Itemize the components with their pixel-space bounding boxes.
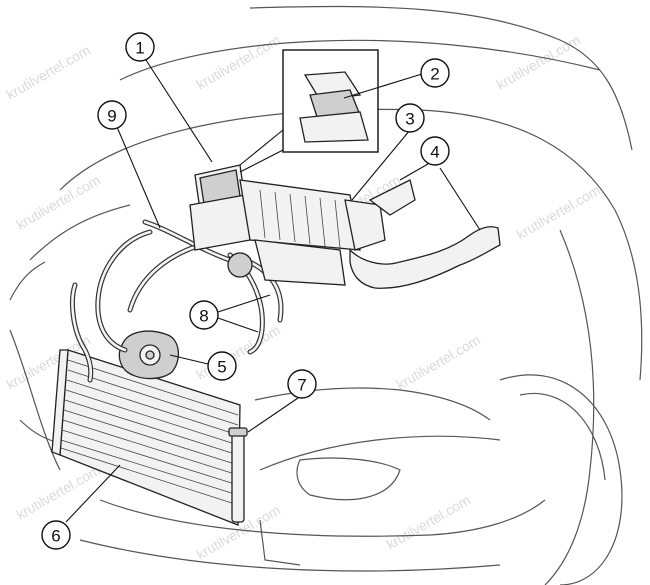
- watermark-text: krutilvertel.com: [14, 462, 104, 523]
- callout-2-label: 2: [430, 65, 439, 84]
- hvac-grille: [259, 189, 341, 249]
- callout-9: 9: [97, 100, 127, 130]
- callout-7: 7: [287, 369, 317, 399]
- leader-4b: [439, 167, 481, 231]
- watermark-text: krutilvertel.com: [384, 492, 474, 553]
- callout-1-label: 1: [135, 39, 144, 58]
- leader-6: [65, 464, 121, 523]
- callout-8: 8: [189, 300, 219, 330]
- callout-5: 5: [207, 351, 237, 381]
- leader-9: [116, 126, 161, 229]
- watermark-text: krutilvertel.com: [514, 182, 604, 243]
- watermark-text: krutilvertel.com: [194, 322, 284, 383]
- leader-7: [247, 397, 299, 433]
- callout-3: 3: [395, 103, 425, 133]
- compressor: [118, 330, 179, 380]
- compressor-hub: [145, 350, 155, 360]
- leader-3: [351, 129, 411, 201]
- callout-1: 1: [125, 32, 155, 62]
- leader-lines: [65, 59, 481, 523]
- leader-1: [145, 59, 213, 163]
- leader-2: [343, 73, 423, 99]
- watermark-text: krutilvertel.com: [494, 32, 584, 93]
- callout-4-label: 4: [430, 143, 439, 162]
- leader-4a: [399, 163, 429, 181]
- watermark-text: krutilvertel.com: [4, 42, 94, 103]
- leader-5: [169, 354, 209, 365]
- callout-8-label: 8: [199, 307, 208, 326]
- condenser-fins: [60, 359, 239, 506]
- blower-motor: [227, 252, 253, 278]
- watermark-text: krutilvertel.com: [394, 332, 484, 393]
- leader-8a: [217, 294, 271, 313]
- callout-3-label: 3: [405, 110, 414, 129]
- callout-4: 4: [420, 136, 450, 166]
- leader-8b: [217, 317, 259, 333]
- watermark-text: krutilvertel.com: [14, 172, 104, 233]
- callout-6-label: 6: [51, 527, 60, 546]
- receiver-drier-cap: [228, 427, 248, 437]
- watermark-text: krutilvertel.com: [194, 32, 284, 93]
- air-duct: [349, 179, 501, 289]
- condenser: [51, 349, 248, 526]
- receiver-drier: [231, 429, 245, 523]
- callout-9-label: 9: [107, 107, 116, 126]
- hvac-unit: [189, 164, 386, 286]
- cabin-filter-inset: [239, 49, 379, 173]
- callout-2: 2: [420, 58, 450, 88]
- callout-7-label: 7: [297, 376, 306, 395]
- callout-5-label: 5: [217, 358, 226, 377]
- callout-6: 6: [41, 520, 71, 550]
